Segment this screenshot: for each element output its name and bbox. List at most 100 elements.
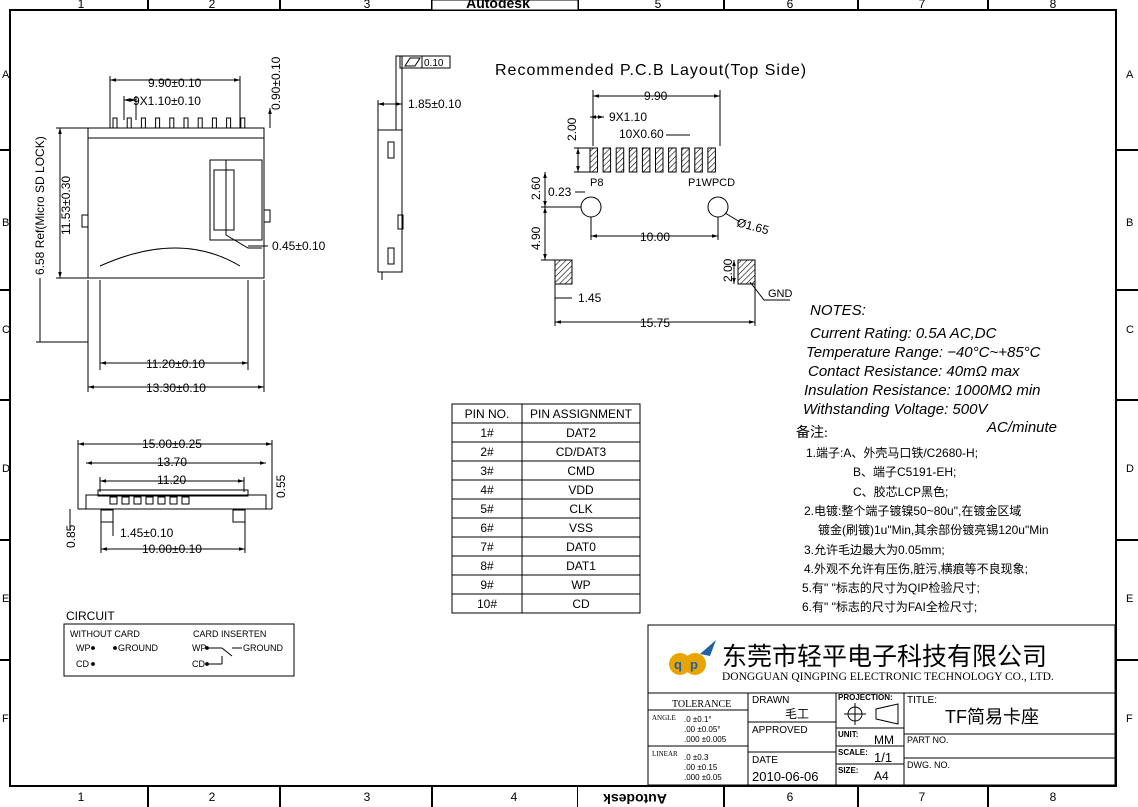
- col-number-bottom: 8: [1050, 790, 1057, 804]
- column-ruler-bottom: 12345678: [78, 786, 1057, 807]
- note-line: AC/minute: [986, 419, 1057, 436]
- pcb-pad: [694, 147, 703, 173]
- dim-w-total: 15.00±0.25: [142, 437, 202, 451]
- title-block: q p 东莞市轻平电子科技有限公司 DONGGUAN QINGPING ELEC…: [647, 624, 1116, 786]
- note-cn-line: 4.外观不允许有压伤,脏污,横痕等不良现象;: [804, 561, 1028, 576]
- pin-signal: CD/DAT3: [556, 445, 607, 459]
- pcb-pad: [707, 147, 716, 173]
- linear-tolerance-row: .00 ±0.15: [684, 763, 718, 772]
- dim-h-left: 0.85: [64, 524, 78, 548]
- row-letter-right: B: [1126, 217, 1133, 229]
- row-letter-left: B: [2, 217, 9, 229]
- note-cn-line: C、胶芯LCP黑色;: [853, 484, 948, 499]
- pcb-pad: [589, 147, 598, 173]
- pin-signal: CLK: [569, 502, 592, 516]
- side-pin: [226, 117, 232, 129]
- notes-cn-heading: 备注:: [796, 424, 828, 441]
- pin-signal: VDD: [568, 483, 594, 497]
- pin-number: 5#: [480, 502, 494, 516]
- circuit-cd-1: CD: [76, 659, 89, 669]
- pin-table-header: PIN NO.: [465, 407, 510, 421]
- pin-number: 3#: [480, 464, 494, 478]
- pcb-dim-gnd-h: 2.00: [721, 258, 735, 282]
- col-number-bottom: 4: [511, 790, 518, 804]
- dim-peg: 1.45±0.10: [120, 526, 174, 540]
- circuit-cd-2: CD: [192, 659, 205, 669]
- note-line: Contact Resistance: 40mΩ max: [808, 363, 1020, 380]
- pcb-pad: [602, 147, 612, 173]
- col-number-top: 2: [209, 0, 216, 11]
- tolerance-label: TOLERANCE: [672, 699, 731, 710]
- projection-label: PROJECTION:: [838, 693, 893, 702]
- pin-table-header: PIN ASSIGNMENT: [530, 407, 633, 421]
- front-view: [69, 440, 273, 553]
- unit-value: MM: [874, 733, 894, 747]
- note-cn-line: 1.端子:A、外壳马口铁/C2680-H;: [806, 446, 978, 460]
- dim-w-body: 13.70: [157, 455, 187, 469]
- flatness-value: 0.10: [424, 58, 444, 69]
- pcb-title: Recommended P.C.B Layout(Top Side): [495, 62, 807, 79]
- pcb-dim-row-gap: 2.60: [529, 176, 543, 200]
- front-pin: [133, 496, 142, 505]
- linear-tolerance-row: .000 ±0.05: [684, 773, 722, 782]
- size-value: A4: [874, 769, 889, 783]
- col-number-bottom: 2: [209, 790, 216, 804]
- front-pin: [181, 496, 190, 505]
- dim-thickness: 1.85±0.10: [408, 97, 462, 111]
- pin-number: 4#: [480, 483, 494, 497]
- pin-number: 2#: [480, 445, 494, 459]
- col-number-top: 5: [655, 0, 662, 11]
- pin-signal: DAT0: [566, 540, 596, 554]
- pcb-pad: [628, 147, 638, 173]
- banner-top: Autodesk: [466, 0, 530, 11]
- pcb-dim-gnd-span: 15.75: [640, 316, 670, 330]
- circuit-title: CIRCUIT: [66, 609, 115, 623]
- side-pin: [155, 117, 161, 129]
- side-pins: [112, 117, 246, 129]
- pcb-pad: [615, 147, 625, 173]
- circuit-wp-2: WP: [192, 643, 207, 653]
- side-pin: [126, 117, 132, 129]
- pin-signal: DAT2: [566, 426, 596, 440]
- row-letter-right: F: [1126, 713, 1133, 725]
- row-letter-right: C: [1126, 324, 1134, 336]
- dim-pin-top: 0.90±0.10: [269, 56, 283, 110]
- company-name-en: DONGGUAN QINGPING ELECTRONIC TECHNOLOGY …: [722, 671, 1054, 683]
- pin-signal: WP: [571, 578, 590, 592]
- notes: NOTES: Current Rating: 0.5A AC,DCTempera…: [796, 302, 1057, 614]
- col-number-bottom: 7: [919, 790, 926, 804]
- pin-signal: VSS: [569, 521, 593, 535]
- col-number-bottom: 1: [78, 790, 85, 804]
- note-cn-line: 3.允许毛边最大为0.05mm;: [804, 542, 945, 557]
- note-line: Current Rating: 0.5A AC,DC: [810, 325, 997, 342]
- side-view-labels: 9.90±0.10 9X1.10±0.10 0.90±0.10 11.53±0.…: [33, 56, 326, 395]
- front-pins: [109, 496, 190, 505]
- note-line: Insulation Resistance: 1000MΩ min: [804, 382, 1041, 399]
- svg-text:p: p: [690, 657, 698, 672]
- side-pin: [112, 117, 118, 129]
- pcb-dim-gnd-w: 1.45: [578, 291, 602, 305]
- banner-bottom: Autodesk: [603, 791, 667, 807]
- pcb-dim-hole: Ø1.65: [735, 215, 771, 237]
- note-cn-line: 镀金(刷镀)1u"Min,其余部份镀亮锡120u"Min: [818, 522, 1049, 537]
- pin-number: 6#: [480, 521, 494, 535]
- circuit: CIRCUIT WITHOUT CARD CARD INSERTEN WP CD…: [63, 609, 295, 677]
- pcb-dim-w: 9.90: [644, 89, 668, 103]
- pcb-dim-hole-span: 10.00: [640, 230, 670, 244]
- pcb-pad: [668, 147, 677, 173]
- front-pin: [109, 496, 118, 505]
- pcb-label-p8: P8: [590, 177, 603, 189]
- pcb-dim-pads: 10X0.60: [619, 127, 664, 141]
- circuit-inserted: CARD INSERTEN: [193, 629, 266, 639]
- pcb-pad: [641, 147, 651, 173]
- dim-h-right: 0.55: [274, 474, 288, 498]
- drawn-label: DRAWN: [752, 695, 789, 706]
- col-number-top: 6: [787, 0, 794, 11]
- col-number-top: 7: [919, 0, 926, 11]
- pcb-layout: Recommended P.C.B Layout(Top Side): [495, 62, 807, 330]
- size-label: SIZE:: [838, 766, 858, 775]
- logo-letters: q: [674, 657, 682, 672]
- title-value: TF简易卡座: [945, 707, 1039, 727]
